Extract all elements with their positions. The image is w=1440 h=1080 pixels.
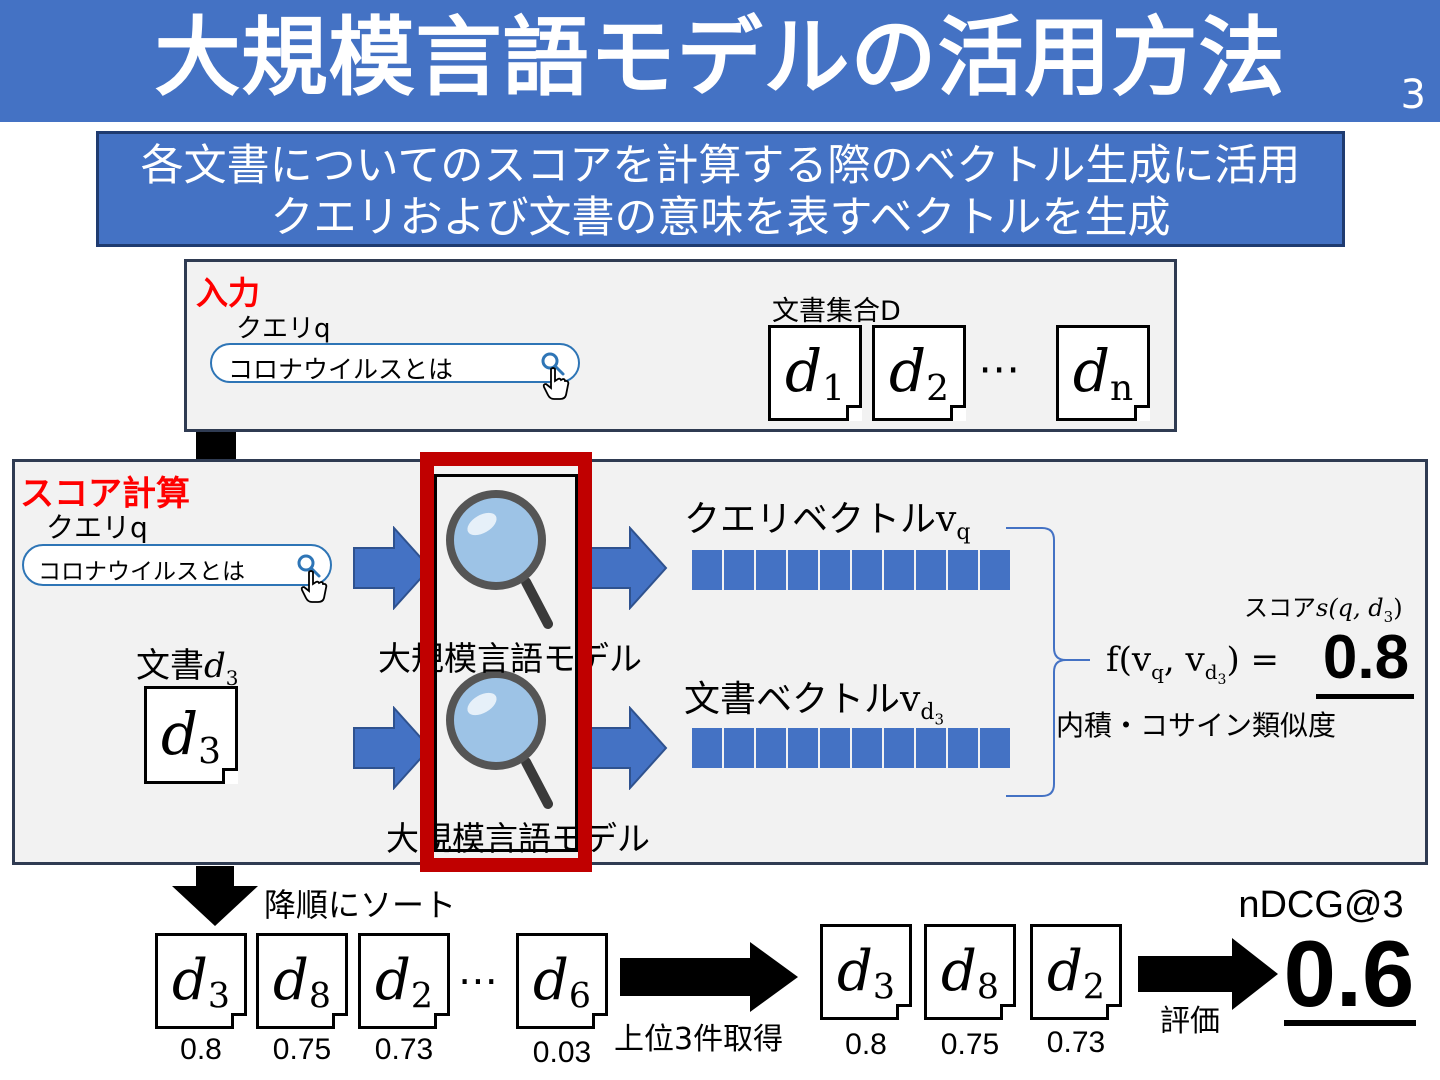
search-icon[interactable] [540, 351, 566, 377]
ranked-score: 0.03 [532, 1036, 592, 1069]
ranked-ellipsis: ⋯ [458, 958, 498, 1004]
doc-label: d2 [1047, 939, 1105, 1008]
score-doc-label: 文書d3 [136, 646, 239, 690]
doc-icon-d1: d1 [768, 325, 862, 421]
eval-label: 評価 [1160, 1004, 1220, 1039]
top-score: 0.73 [1046, 1026, 1106, 1059]
similarity-label: 内積・コサイン類似度 [1056, 709, 1337, 742]
sort-label: 降順にソート [264, 886, 457, 924]
doc-label: d8 [273, 948, 331, 1017]
magnifier-icon [446, 490, 553, 629]
score-query-box[interactable]: コロナウイルスとは [22, 544, 332, 603]
input-query-box[interactable]: コロナウイルスとは [210, 343, 580, 400]
page-number: 3 [1400, 72, 1426, 118]
top-doc-d8: d8 [924, 924, 1016, 1020]
doc-label: dn [1072, 337, 1134, 409]
score-panel [12, 459, 1428, 865]
doc-vector-label: 文書ベクトルvd3 [684, 679, 944, 729]
page-title: 大規模言語モデルの活用方法 [154, 8, 1286, 108]
ranked-doc-d3: d3 [155, 933, 247, 1029]
top-doc-d2: d2 [1030, 924, 1122, 1020]
arrow-right-icon [353, 526, 432, 610]
title-bar [0, 0, 1440, 122]
score-value: 0.8 [1322, 623, 1410, 692]
similarity-function: f(vq, vd3) = [1106, 640, 1279, 688]
top-score: 0.8 [845, 1028, 887, 1061]
magnifier-icon [446, 670, 553, 809]
ranked-doc-d2: d2 [358, 933, 450, 1029]
ranked-score: 0.73 [374, 1033, 434, 1066]
doc-set-label: 文書集合D [772, 296, 901, 327]
hand-cursor-icon [542, 367, 570, 400]
metric-label: nDCG@3 [1238, 884, 1404, 926]
doc-icon-d3: d3 [144, 686, 238, 784]
query-vector-bar [692, 550, 1010, 590]
ranked-score: 0.75 [272, 1033, 332, 1066]
doc-label: d8 [941, 939, 999, 1008]
input-query-text: コロナウイルスとは [228, 355, 454, 384]
top-score: 0.75 [940, 1028, 1000, 1061]
arrow-right-icon [1138, 938, 1278, 1010]
score-formula-label: スコアs(q, d3) [1244, 594, 1403, 626]
arrow-right-icon [353, 706, 432, 790]
topk-label: 上位3件取得 [614, 1022, 784, 1057]
subtitle-line-1: 各文書についてのスコアを計算する際のベクトル生成に活用 [140, 141, 1301, 191]
doc-icon-dn: dn [1056, 325, 1150, 421]
metric-underline [1284, 1020, 1416, 1026]
doc-label: d3 [837, 939, 895, 1008]
doc-vector-bar [692, 728, 1010, 768]
doc-label: d2 [375, 948, 433, 1017]
panel-connector [196, 432, 236, 460]
ranked-score: 0.8 [180, 1033, 222, 1066]
doc-label: d3 [160, 700, 221, 772]
doc-ellipsis: ⋯ [978, 344, 1020, 393]
top-doc-d3: d3 [820, 924, 912, 1020]
input-panel-label: 入力 [196, 274, 261, 312]
llm-inner-frame [434, 474, 578, 852]
score-query-text: コロナウイルスとは [38, 559, 245, 585]
ranked-doc-d8: d8 [256, 933, 348, 1029]
doc-label: d3 [172, 948, 230, 1017]
doc-label: d1 [784, 337, 845, 409]
arrow-right-icon [620, 942, 798, 1012]
subtitle-box: 各文書についてのスコアを計算する際のベクトル生成に活用 クエリおよび文書の意味を… [96, 131, 1345, 247]
doc-label: d6 [533, 948, 591, 1017]
ranked-doc-d6: d6 [516, 933, 608, 1029]
arrow-down-icon [172, 866, 258, 926]
metric-value: 0.6 [1283, 921, 1415, 1026]
input-query-label: クエリq [236, 314, 331, 344]
score-query-label: クエリq [46, 511, 148, 544]
llm-highlight-frame [420, 452, 592, 872]
hand-cursor-icon [300, 570, 328, 603]
search-icon[interactable] [296, 553, 322, 579]
score-panel-label: スコア計算 [20, 474, 190, 514]
subtitle-line-2: クエリおよび文書の意味を表すベクトルを生成 [270, 193, 1171, 243]
doc-icon-d2: d2 [872, 325, 966, 421]
doc-label: d2 [888, 337, 949, 409]
score-underline [1316, 694, 1414, 699]
query-vector-label: クエリベクトルvq [684, 499, 971, 546]
brace-connector [1006, 527, 1090, 797]
arrow-right-icon [589, 706, 668, 790]
arrow-right-icon [589, 526, 668, 610]
